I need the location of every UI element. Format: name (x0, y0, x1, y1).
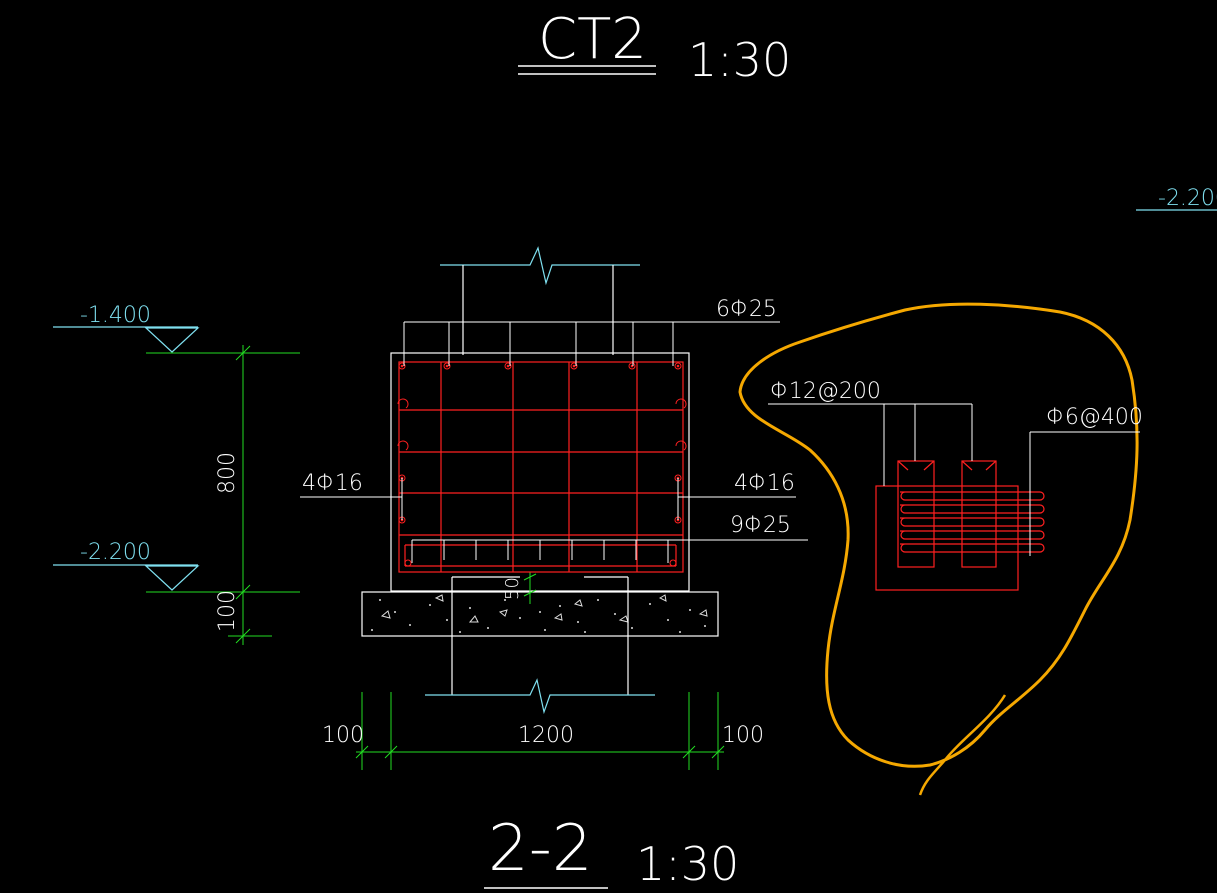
dim-cushion: 100 (215, 590, 240, 632)
dim-height: 800 (215, 452, 240, 494)
rebar-grid (398, 361, 684, 573)
column-outline (462, 265, 614, 355)
rebar-top-label: 6Φ25 (716, 297, 777, 322)
dim-cover: 50 (502, 577, 523, 600)
drawing-scale: 1:30 (688, 33, 791, 87)
cover-dimension (523, 572, 537, 604)
level-bottom-label: -2.200 (80, 540, 151, 565)
pile-cap-outline (390, 352, 690, 592)
cushion-hatch (371, 599, 706, 633)
rebar-bottom-label: 9Φ25 (730, 513, 791, 538)
dim-right: 100 (722, 723, 764, 748)
rebar-leaders (300, 321, 808, 563)
rebar-side-left-label: 4Φ16 (302, 471, 363, 496)
dim-width: 1200 (518, 723, 574, 748)
section-title: 2-2 (488, 812, 593, 886)
detail-stirrup-label: Φ12@200 (770, 379, 881, 404)
detail-tie-label: Φ6@400 (1046, 405, 1143, 430)
detail-rebar (875, 460, 1045, 591)
vertical-dimension (146, 345, 300, 645)
level-bottom-triangle (144, 565, 200, 591)
detail-leaders (768, 403, 1140, 556)
level-top-triangle (144, 327, 200, 353)
dim-left: 100 (322, 723, 364, 748)
rebar-side-right-label: 4Φ16 (734, 471, 795, 496)
level-top-label: -1.400 (80, 303, 151, 328)
pile-bottom-break (425, 678, 655, 715)
horizontal-dimension (355, 692, 725, 770)
highlight-annotation (738, 302, 1139, 768)
cushion-triangles (380, 594, 708, 623)
highlight-tail (918, 694, 1007, 796)
cushion-outline (361, 591, 719, 637)
pile-outline (451, 576, 629, 695)
drawing-title: CT2 (538, 7, 647, 72)
column-top-break (440, 246, 640, 286)
level-far-right: -2.200 (1158, 186, 1217, 211)
section-scale: 1:30 (636, 837, 739, 891)
